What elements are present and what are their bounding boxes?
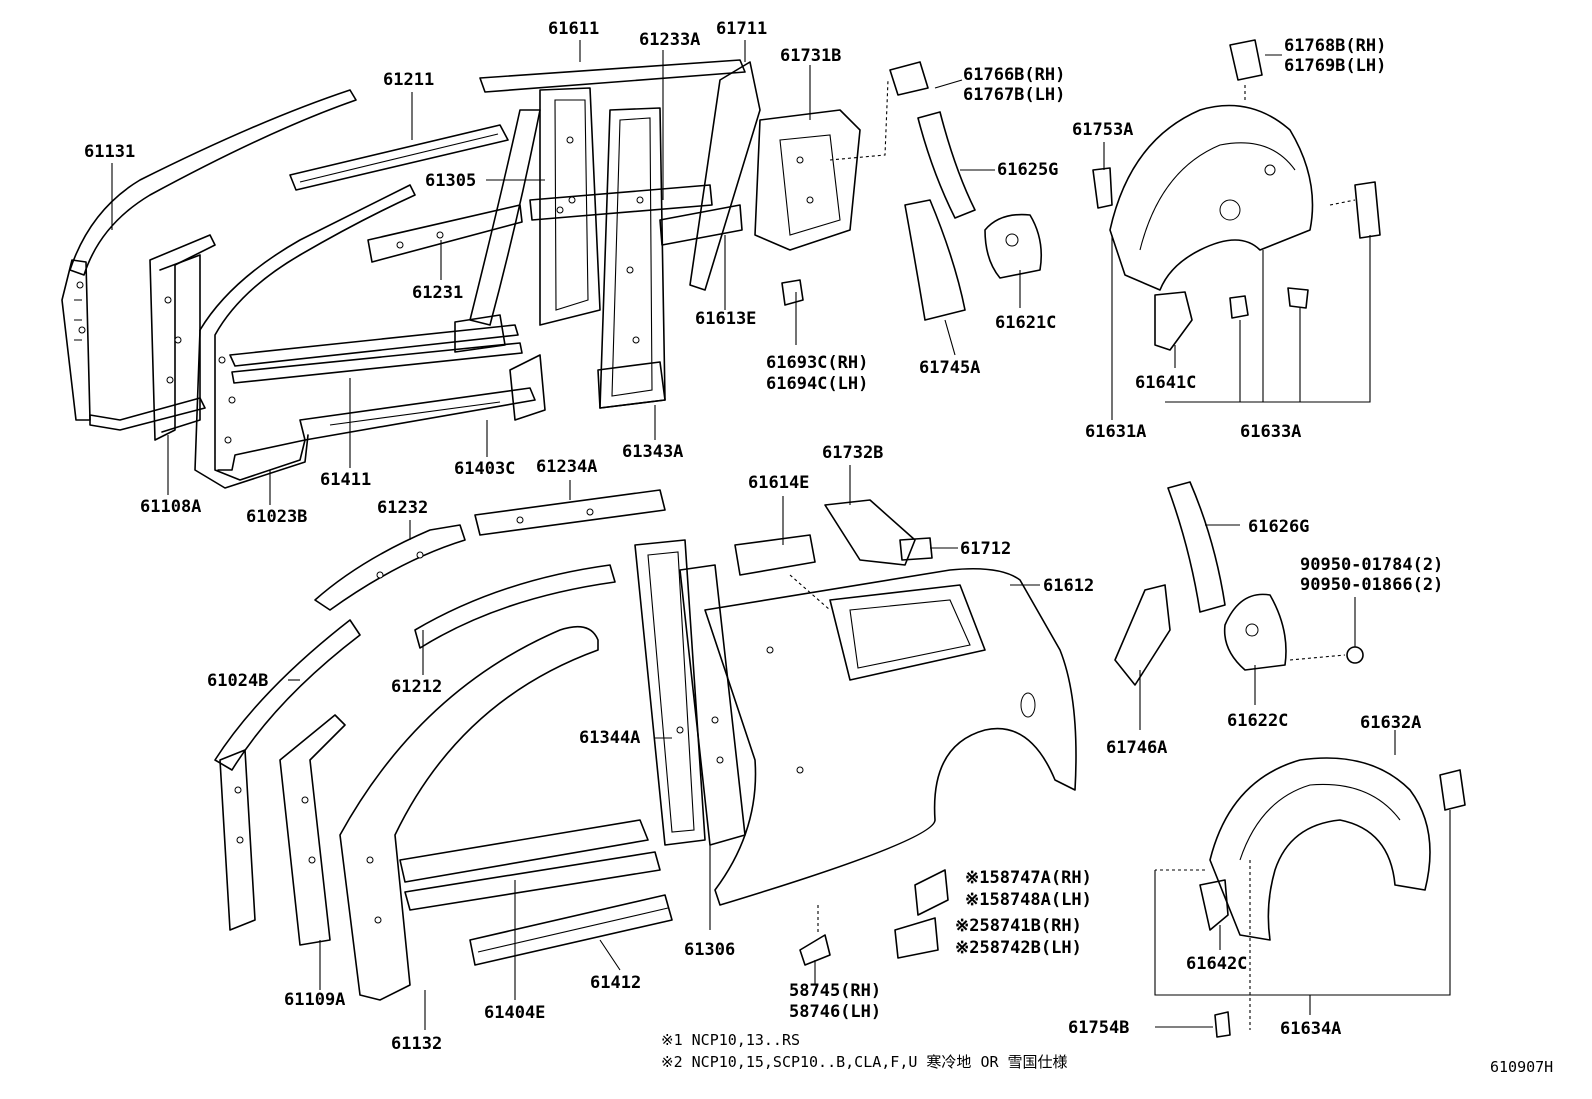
part-label-61694C-lh: 61694C(LH) [766, 374, 869, 394]
part-label-61614E: 61614E [748, 473, 810, 493]
part-label-61404E: 61404E [484, 1003, 546, 1023]
footnote-2: ※2 NCP10,15,SCP10..B,CLA,F,U 寒冷地 OR 雪国仕様 [661, 1053, 1068, 1071]
part-label-61766B-rh: 61766B(RH) [963, 65, 1066, 85]
part-label-61621C: 61621C [995, 313, 1057, 333]
part-label-61132: 61132 [391, 1034, 443, 1054]
part-label-90950-01784: 90950-01784(2) [1300, 555, 1444, 575]
part-label-61634A: 61634A [1280, 1019, 1342, 1039]
part-label-61232: 61232 [377, 498, 429, 518]
part-label-61712: 61712 [960, 539, 1012, 559]
outer-side-member-rear-group [214, 489, 673, 1001]
diagram-id: 610907H [1490, 1058, 1554, 1076]
part-label-61622C: 61622C [1227, 711, 1289, 731]
part-label-61024B: 61024B [207, 671, 269, 691]
part-label-58748A-lh: ※158748A(LH) [965, 890, 1092, 910]
part-label-61754B: 61754B [1068, 1018, 1130, 1038]
center-pillar-group [454, 59, 889, 409]
part-label-61613E: 61613E [695, 309, 757, 329]
part-label-61745A: 61745A [919, 358, 981, 378]
part-label-61731B: 61731B [780, 46, 842, 66]
part-label-61306: 61306 [684, 940, 736, 960]
part-label-61612: 61612 [1043, 576, 1095, 596]
part-label-61212: 61212 [391, 677, 443, 697]
part-label-61023B: 61023B [246, 507, 308, 527]
rear-wheelhouse-lower-group [1114, 481, 1466, 1038]
part-label-61633A: 61633A [1240, 422, 1302, 442]
part-label-61732B: 61732B [822, 443, 884, 463]
part-label-61234A: 61234A [536, 457, 598, 477]
part-label-61411: 61411 [320, 470, 372, 490]
part-label-58742B-lh: ※258742B(LH) [955, 938, 1082, 958]
part-label-61108A: 61108A [140, 497, 202, 517]
part-label-61211: 61211 [383, 70, 435, 90]
part-label-61233A: 61233A [639, 30, 701, 50]
part-label-61625G: 61625G [997, 160, 1059, 180]
part-label-61768B-rh: 61768B(RH) [1284, 36, 1387, 56]
part-label-58746-lh: 58746(LH) [789, 1002, 882, 1022]
leader-lines [111, 40, 1451, 1030]
rear-wheelhouse-upper-group [1092, 39, 1381, 351]
part-label-61642C: 61642C [1186, 954, 1248, 974]
outer-side-member-front-group [61, 89, 546, 489]
quarter-panel-group [634, 499, 1077, 966]
part-label-61403C: 61403C [454, 459, 516, 479]
part-label-61769B-lh: 61769B(LH) [1284, 56, 1387, 76]
part-label-61641C: 61641C [1135, 373, 1197, 393]
part-label-61305: 61305 [425, 171, 477, 191]
part-label-61344A: 61344A [579, 728, 641, 748]
part-label-61131: 61131 [84, 142, 136, 162]
part-label-61631A: 61631A [1085, 422, 1147, 442]
part-label-58745-rh: 58745(RH) [789, 981, 882, 1001]
part-label-61632A: 61632A [1360, 713, 1422, 733]
part-label-61626G: 61626G [1248, 517, 1310, 537]
part-label-61611: 61611 [548, 19, 600, 39]
part-label-58741B-rh: ※258741B(RH) [955, 916, 1082, 936]
part-label-61753A: 61753A [1072, 120, 1134, 140]
part-label-90950-01866: 90950-01866(2) [1300, 575, 1444, 595]
part-label-61343A: 61343A [622, 442, 684, 462]
part-label-61746A: 61746A [1106, 738, 1168, 758]
part-label-61231: 61231 [412, 283, 464, 303]
part-label-58747A-rh: ※158747A(RH) [965, 868, 1092, 888]
upper-rear-brackets-group [889, 61, 1043, 321]
part-label-61412: 61412 [590, 973, 642, 993]
part-label-61767B-lh: 61767B(LH) [963, 85, 1066, 105]
part-label-61693C-rh: 61693C(RH) [766, 353, 869, 373]
footnote-1: ※1 NCP10,13..RS [661, 1031, 800, 1049]
part-label-61711: 61711 [716, 19, 768, 39]
part-label-61109A: 61109A [284, 990, 346, 1010]
